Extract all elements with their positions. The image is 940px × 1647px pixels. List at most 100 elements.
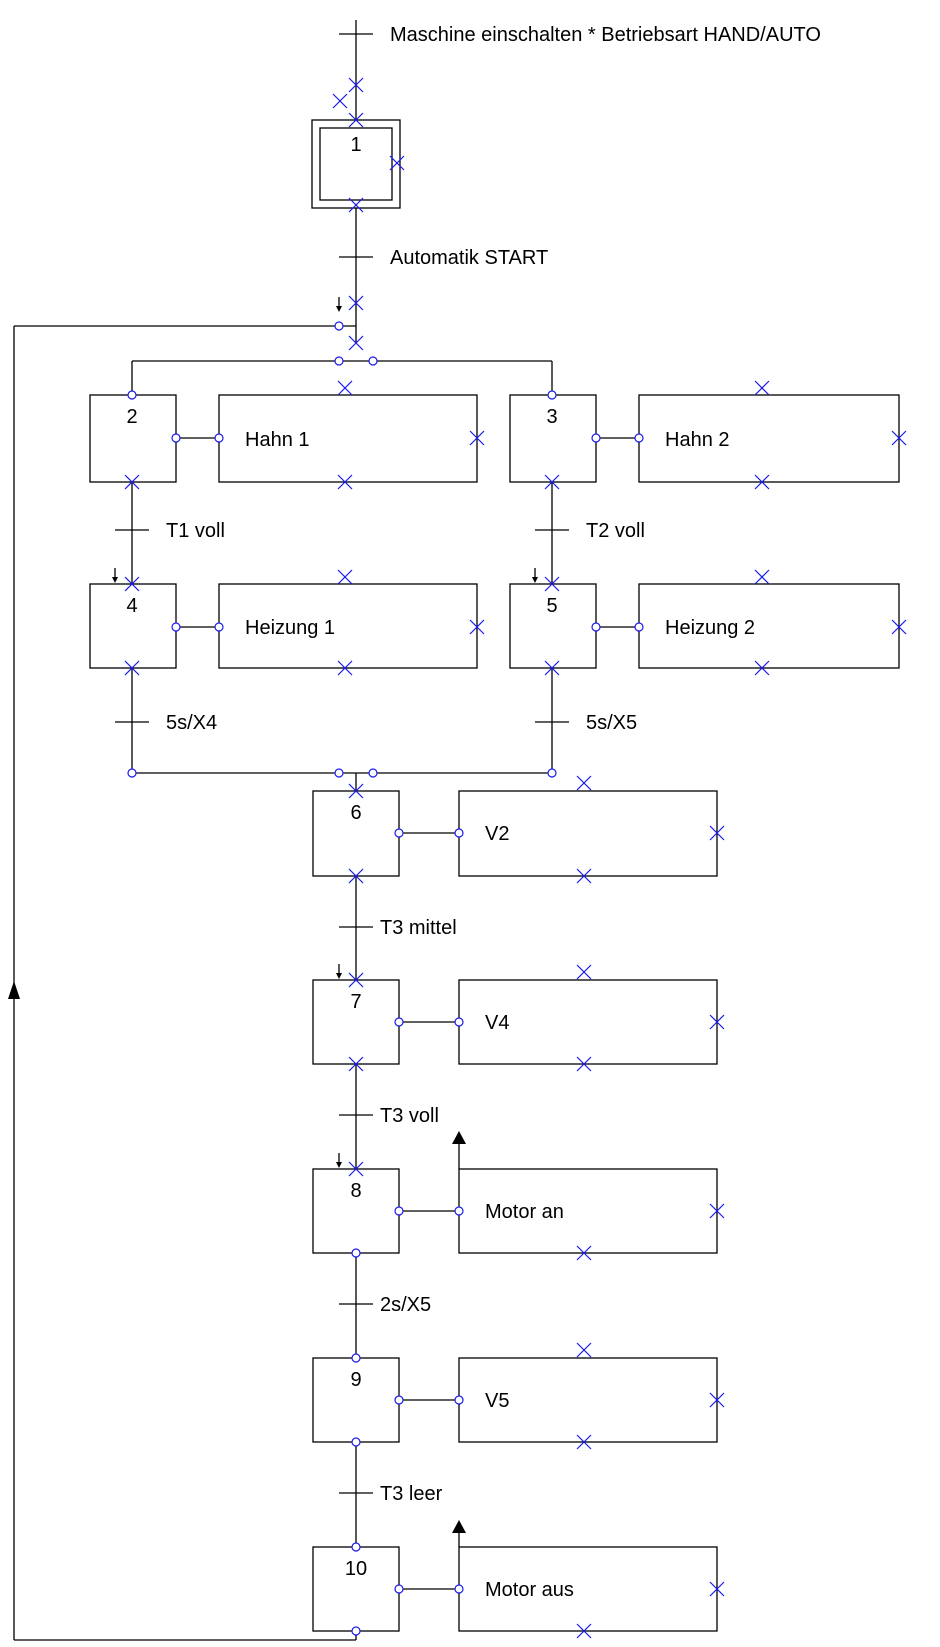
- handle-cross-icon: [576, 1434, 592, 1450]
- handle-cross-icon: [754, 474, 770, 490]
- action-label: Heizung 2: [665, 617, 755, 639]
- event-arrow-icon: [452, 1520, 466, 1533]
- transition-label: T3 voll: [380, 1105, 439, 1127]
- handle-cross-icon: [348, 1056, 364, 1072]
- transition-label: 2s/X5: [380, 1294, 431, 1316]
- handle-cross-icon: [348, 295, 364, 311]
- small-arrow-icon: [112, 568, 118, 583]
- step-number: 4: [126, 595, 137, 617]
- handle-cross-icon: [709, 1203, 725, 1219]
- transition-label: 5s/X4: [166, 712, 217, 734]
- step-2[interactable]: 2: [89, 394, 177, 483]
- step-number: 7: [350, 991, 361, 1013]
- transition-label: T3 leer: [380, 1483, 443, 1505]
- handle-cross-icon: [348, 77, 364, 93]
- action-hahn-2[interactable]: Hahn 2: [638, 394, 900, 483]
- handle-cross-icon: [124, 474, 140, 490]
- handle-cross-icon: [576, 775, 592, 791]
- step-4[interactable]: 4: [89, 583, 177, 669]
- handle-cross-icon: [576, 1056, 592, 1072]
- step-5[interactable]: 5: [509, 583, 597, 669]
- action-label: Hahn 2: [665, 429, 730, 451]
- step-number: 10: [345, 1558, 367, 1580]
- action-connectors: [176, 437, 639, 1590]
- action-v4[interactable]: V4: [458, 979, 718, 1065]
- handle-cross-icon: [337, 380, 353, 396]
- handle-cross-icon: [754, 380, 770, 396]
- step-number: 5: [546, 595, 557, 617]
- event-arrow-icon: [452, 1131, 466, 1144]
- action-heizung-1[interactable]: Heizung 1: [218, 583, 478, 669]
- small-arrow-icon: [336, 1153, 342, 1168]
- ports: [127, 321, 644, 1636]
- step-6[interactable]: 6: [312, 790, 400, 877]
- handles: [124, 77, 907, 1639]
- transition-bars: [115, 33, 569, 1494]
- handle-cross-icon: [576, 964, 592, 980]
- handle-cross-icon: [337, 660, 353, 676]
- small-arrow-icon: [336, 964, 342, 979]
- handle-cross-icon: [348, 868, 364, 884]
- action-v5[interactable]: V5: [458, 1357, 718, 1443]
- action-label: Motor aus: [485, 1579, 574, 1601]
- handle-cross-icon: [337, 569, 353, 585]
- step-7[interactable]: 7: [312, 979, 400, 1065]
- handle-cross-icon: [348, 972, 364, 988]
- step-9[interactable]: 9: [312, 1357, 400, 1443]
- action-label: V4: [485, 1012, 509, 1034]
- action-label: V5: [485, 1390, 509, 1412]
- handle-cross-icon: [348, 197, 364, 213]
- action-label: Hahn 1: [245, 429, 310, 451]
- arrows: [8, 297, 538, 1547]
- action-label: Motor an: [485, 1201, 564, 1223]
- action-label: Heizung 1: [245, 617, 335, 639]
- handle-cross-icon: [891, 619, 907, 635]
- handle-cross-icon: [709, 1392, 725, 1408]
- loop-arrow-icon: [8, 981, 20, 999]
- handle-cross-icon: [544, 660, 560, 676]
- transition-label: T1 voll: [166, 520, 225, 542]
- transition-label: Maschine einschalten * Betriebsart HAND/…: [390, 24, 821, 46]
- action-hahn-1[interactable]: Hahn 1: [218, 394, 478, 483]
- handle-cross-icon: [348, 1161, 364, 1177]
- handle-cross-icon: [348, 112, 364, 128]
- small-arrow-icon: [336, 297, 342, 312]
- action-motor-an[interactable]: Motor an: [458, 1168, 718, 1254]
- step-number: 9: [350, 1369, 361, 1391]
- step-number: 2: [126, 406, 137, 428]
- transition-label: T3 mittel: [380, 917, 457, 939]
- action-v2[interactable]: V2: [458, 790, 718, 877]
- transition-label: Automatik START: [390, 247, 548, 269]
- transition-label: T2 voll: [586, 520, 645, 542]
- handle-cross-icon: [348, 335, 364, 351]
- action-label: V2: [485, 823, 509, 845]
- handle-cross-icon: [576, 1623, 592, 1639]
- handle-cross-icon: [709, 1014, 725, 1030]
- handle-cross-icon: [754, 569, 770, 585]
- handle-cross-icon: [891, 430, 907, 446]
- step-number: 3: [546, 406, 557, 428]
- step-number: 6: [350, 802, 361, 824]
- step-3[interactable]: 3: [509, 394, 597, 483]
- step-10[interactable]: 10: [312, 1546, 400, 1632]
- handle-cross-icon: [469, 430, 485, 446]
- handle-cross-icon: [576, 868, 592, 884]
- action-motor-aus[interactable]: Motor aus: [458, 1546, 718, 1632]
- handle-cross-icon: [389, 155, 405, 171]
- step-number: 1: [350, 134, 361, 156]
- handle-cross-icon: [709, 825, 725, 841]
- handle-cross-icon: [709, 1581, 725, 1597]
- handle-cross-icon: [754, 660, 770, 676]
- step-number: 8: [350, 1180, 361, 1202]
- handle-cross-icon: [544, 576, 560, 592]
- handle-cross-icon: [348, 783, 364, 799]
- action-heizung-2[interactable]: Heizung 2: [638, 583, 900, 669]
- handle-cross-icon: [124, 660, 140, 676]
- small-arrow-icon: [532, 568, 538, 583]
- step-1[interactable]: 1: [311, 119, 401, 209]
- handle-cross-icon: [337, 474, 353, 490]
- step-8[interactable]: 8: [312, 1168, 400, 1254]
- handle-cross-icon: [576, 1245, 592, 1261]
- handle-cross-icon: [332, 93, 348, 109]
